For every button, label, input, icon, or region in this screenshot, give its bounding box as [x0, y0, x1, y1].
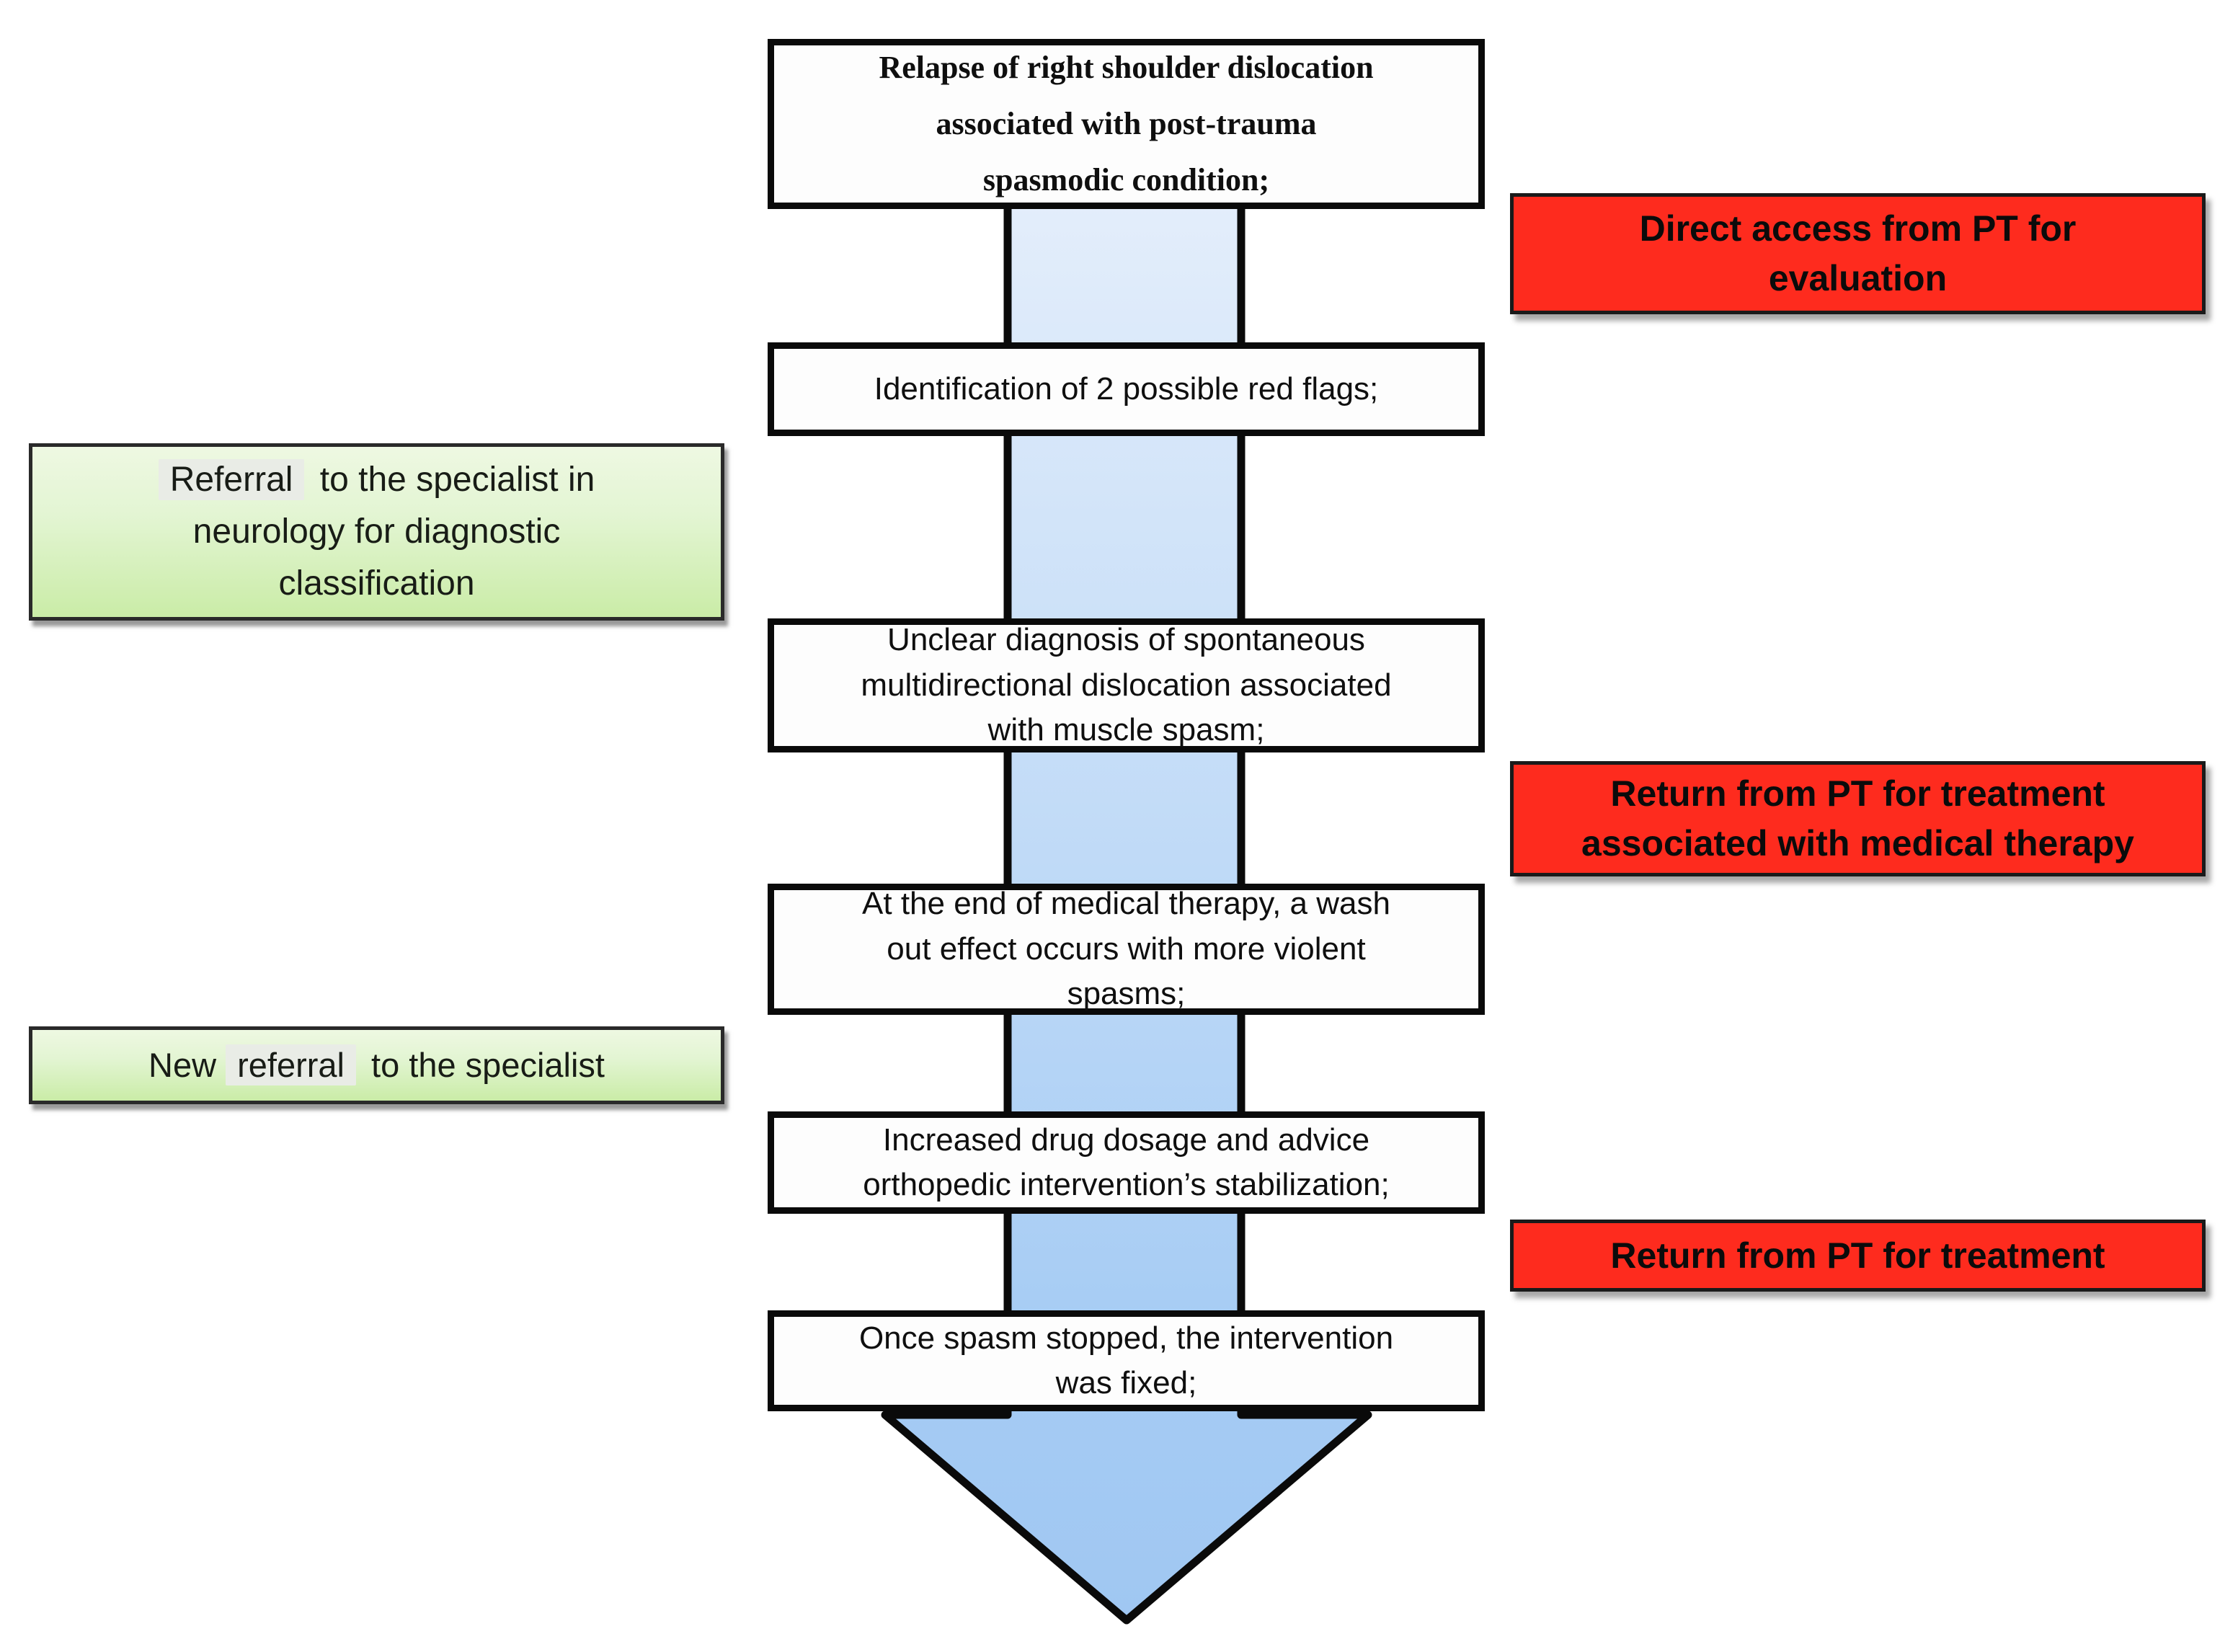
flow-step-text: At the end of medical therapy, a wash ou…	[862, 886, 1390, 1012]
highlighted-word-referral: Referral	[158, 459, 305, 500]
flow-step-text: Once spasm stopped, the intervention was…	[858, 1320, 1394, 1400]
annotation-return-treatment: Return from PT for treatment	[1510, 1220, 2206, 1292]
flow-step-text: Identification of 2 possible red flags;	[874, 370, 1379, 407]
flow-step-relapse: Relapse of right shoulder dislocation as…	[768, 39, 1485, 209]
annotation-return-medical-therapy: Return from PT for treatment associated …	[1510, 761, 2206, 876]
flow-step-text: Relapse of right shoulder dislocation as…	[879, 49, 1374, 198]
annotation-text: New referral to the specialist	[148, 1040, 605, 1091]
annotation-text: Referral to the specialist in neurology …	[32, 454, 721, 610]
flow-step-text: Increased drug dosage and advice orthope…	[863, 1122, 1390, 1202]
annotation-text-suffix: to the specialist in neurology for diagn…	[192, 461, 595, 603]
flow-step-text: Unclear diagnosis of spontaneous multidi…	[861, 622, 1392, 748]
annotation-text-prefix: New	[148, 1045, 226, 1084]
flow-step-drug-dosage: Increased drug dosage and advice orthope…	[768, 1111, 1485, 1214]
annotation-direct-access: Direct access from PT for evaluation	[1510, 193, 2206, 314]
annotation-text: Return from PT for treatment	[1610, 1235, 2105, 1276]
flow-step-unclear-diagnosis: Unclear diagnosis of spontaneous multidi…	[768, 618, 1485, 752]
annotation-text: Return from PT for treatment associated …	[1581, 773, 2134, 863]
annotation-new-referral: New referral to the specialist	[29, 1026, 724, 1104]
highlighted-word-referral: referral	[226, 1044, 356, 1085]
annotation-text: Direct access from PT for evaluation	[1639, 208, 2077, 298]
annotation-text-suffix: to the specialist	[361, 1045, 605, 1084]
flow-step-intervention-fixed: Once spasm stopped, the intervention was…	[768, 1310, 1485, 1411]
flow-step-wash-out: At the end of medical therapy, a wash ou…	[768, 884, 1485, 1015]
annotation-referral-neurology: Referral to the specialist in neurology …	[29, 443, 724, 621]
flow-step-red-flags: Identification of 2 possible red flags;	[768, 342, 1485, 436]
